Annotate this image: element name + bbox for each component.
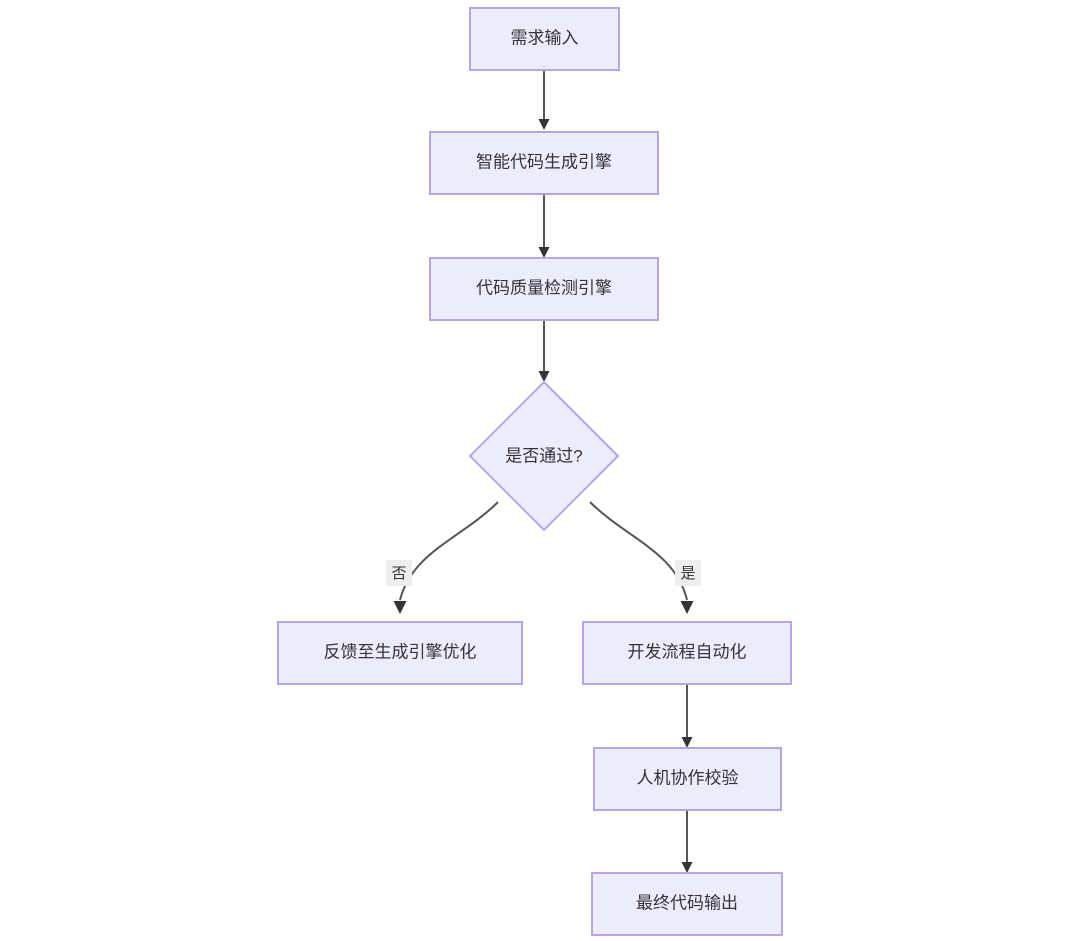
node-label: 反馈至生成引擎优化	[324, 642, 477, 661]
node-box[interactable]	[429, 131, 659, 195]
node-box[interactable]	[593, 747, 782, 811]
edge-label-text: 是	[680, 565, 695, 582]
arrowhead-icon	[393, 601, 407, 614]
node-decision-passed[interactable]: 是否通过?	[468, 380, 620, 532]
arrowhead-icon	[680, 601, 694, 614]
node-box[interactable]	[429, 257, 659, 321]
node-label: 是否通过?	[505, 446, 582, 465]
node-label: 智能代码生成引擎	[476, 152, 612, 171]
edge-label-yes: 是	[675, 560, 701, 586]
node-diamond[interactable]	[468, 380, 620, 532]
arrowhead-icon	[681, 737, 693, 748]
edge-group: 否 是	[386, 70, 701, 873]
edge-decision-to-feedback: 否	[386, 501, 499, 614]
arrowhead-icon	[538, 371, 550, 382]
edge-line	[399, 501, 499, 601]
edge-label-background	[386, 560, 412, 586]
node-code-quality-engine[interactable]: 代码质量检测引擎	[429, 257, 659, 321]
node-box[interactable]	[591, 872, 783, 936]
node-box[interactable]	[582, 621, 792, 685]
edge-automation-to-verification	[681, 684, 693, 748]
edge-label-background	[675, 560, 701, 586]
node-development-automation[interactable]: 开发流程自动化	[582, 621, 792, 685]
node-label: 开发流程自动化	[628, 642, 747, 661]
arrowhead-icon	[538, 119, 550, 130]
node-label: 代码质量检测引擎	[476, 278, 612, 297]
edge-decision-to-automation: 是	[589, 501, 701, 614]
node-label: 需求输入	[511, 28, 579, 47]
node-human-machine-verification[interactable]: 人机协作校验	[593, 747, 782, 811]
edge-generator-to-quality	[538, 194, 550, 258]
node-box[interactable]	[469, 7, 620, 71]
node-box[interactable]	[277, 621, 523, 685]
node-code-generation-engine[interactable]: 智能代码生成引擎	[429, 131, 659, 195]
edge-label-text: 否	[391, 565, 406, 582]
edge-verification-to-output	[681, 810, 693, 873]
node-requirement-input[interactable]: 需求输入	[469, 7, 620, 71]
node-group: 需求输入 智能代码生成引擎 代码质量检测引擎 是否通过? 反馈至生成引擎优化 开	[277, 7, 792, 936]
edge-line	[589, 501, 688, 601]
edge-requirement-to-generator	[538, 70, 550, 130]
edge-label-no: 否	[386, 560, 412, 586]
arrowhead-icon	[681, 862, 693, 873]
node-feedback-to-generator[interactable]: 反馈至生成引擎优化	[277, 621, 523, 685]
node-label: 人机协作校验	[637, 768, 739, 787]
arrowhead-icon	[538, 247, 550, 258]
edge-quality-to-decision	[538, 320, 550, 382]
node-label: 最终代码输出	[636, 893, 738, 912]
node-final-code-output[interactable]: 最终代码输出	[591, 872, 783, 936]
